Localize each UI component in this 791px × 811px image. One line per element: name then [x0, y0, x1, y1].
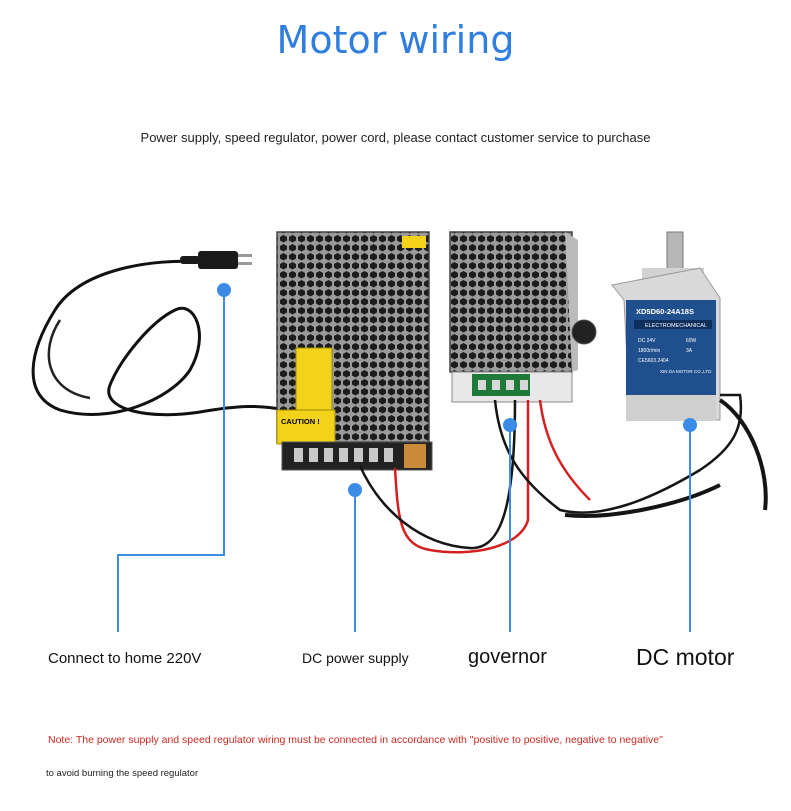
motor-spec-line2: 1800r/min: [638, 348, 660, 354]
label-dc-power-supply: DC power supply: [302, 650, 409, 666]
motor-spec-line1: DC 24V: [638, 338, 656, 344]
callout-dot-motor: [683, 418, 697, 432]
label-governor: governor: [468, 646, 547, 668]
governor-unit: [449, 231, 597, 403]
dc-motor: XD5D60-24A18S ELECTROMECHANICAL DC 24V 6…: [611, 231, 721, 421]
motor-model-label: XD5D60-24A18S: [636, 307, 694, 316]
motor-band-label: ELECTROMECHANICAL: [645, 323, 707, 329]
power-cord: [31, 259, 286, 417]
callout-dot-governor: [503, 418, 517, 432]
page-title: Motor wiring: [276, 18, 515, 62]
callout-dot-home: [217, 283, 231, 297]
plug-icon: [180, 251, 252, 269]
caution-sticker: CAUTION !: [281, 417, 320, 426]
motor-spec-line1b: 60W: [686, 338, 697, 344]
callout-dot-psu: [348, 483, 362, 497]
motor-spec-line2b: 3A: [686, 348, 693, 354]
label-dc-motor: DC motor: [636, 644, 735, 670]
callout-line-home: [117, 290, 225, 632]
motor-spec-line3: CE5603.2404: [638, 358, 669, 364]
callouts: [117, 290, 691, 632]
label-home-220v: Connect to home 220V: [48, 650, 202, 667]
motor-maker-label: XIN DA MOTOR CO.,LTD: [660, 369, 712, 374]
dc-power-supply: CAUTION !: [276, 231, 433, 471]
wiring-note-continued: to avoid burning the speed regulator: [46, 768, 199, 779]
wiring-note: Note: The power supply and speed regulat…: [48, 734, 663, 746]
page-subtitle: Power supply, speed regulator, power cor…: [140, 130, 651, 145]
